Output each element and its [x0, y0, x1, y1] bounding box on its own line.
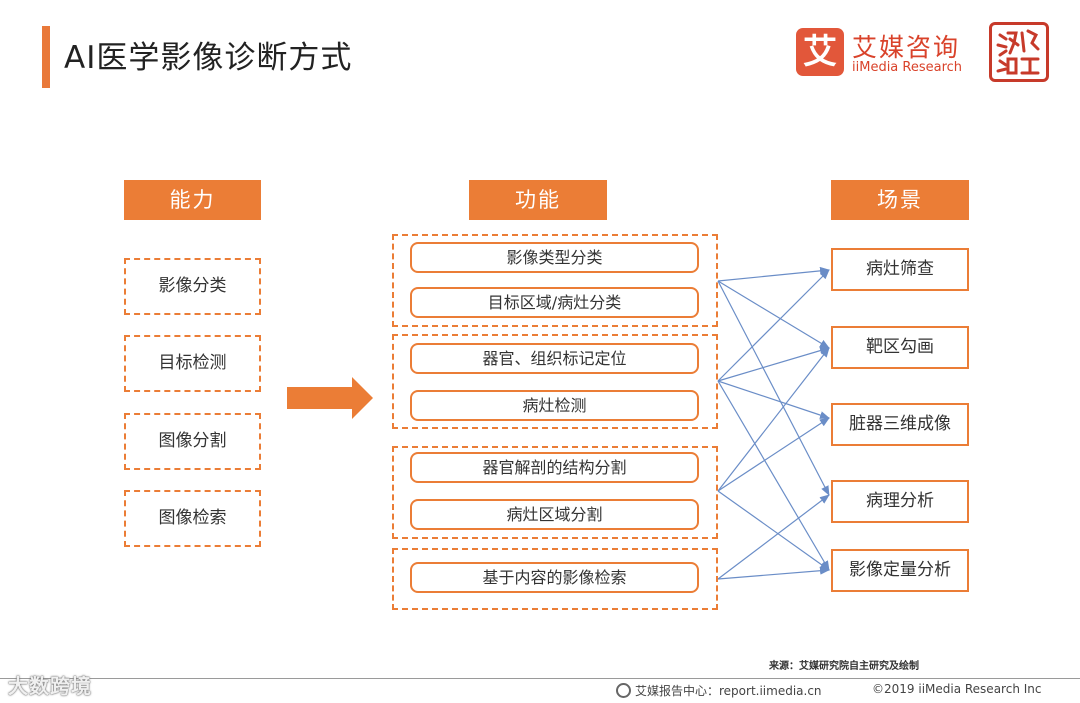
watermark-text: 大数跨境: [8, 674, 92, 698]
header-function: 功能: [469, 180, 607, 220]
seal-stamp-icon: [989, 22, 1049, 82]
function-box: 器官、组织标记定位: [410, 343, 699, 374]
scene-box: 病灶筛查: [831, 248, 969, 291]
scene-box: 病理分析: [831, 480, 969, 523]
logo-badge: 艾: [796, 28, 844, 76]
iimedia-logo: 艾 艾媒咨询 iiMedia Research: [796, 26, 968, 82]
ability-box: 图像检索: [124, 490, 261, 547]
function-box: 影像类型分类: [410, 242, 699, 273]
connector-line: [717, 280, 830, 349]
connector-line: [717, 494, 830, 580]
connector-line: [717, 417, 830, 492]
connector-line: [717, 346, 830, 382]
logo-name: 艾媒咨询: [852, 33, 961, 62]
connector-line: [717, 490, 830, 571]
logo-english: iiMedia Research: [852, 60, 963, 75]
header-scene: 场景: [831, 180, 969, 220]
scene-box: 脏器三维成像: [831, 403, 969, 446]
header-ability: 能力: [124, 180, 261, 220]
connector-line: [717, 347, 830, 492]
footer-site-text: 艾媒报告中心：report.iimedia.cn: [635, 684, 822, 698]
function-group: [392, 446, 718, 539]
footer-site: 艾媒报告中心：report.iimedia.cn: [616, 682, 822, 699]
connector-line: [717, 380, 830, 419]
function-group: [392, 548, 718, 610]
function-box: 病灶区域分割: [410, 499, 699, 530]
function-group: [392, 234, 718, 327]
footer-copyright: ©2019 iiMedia Research Inc: [872, 682, 1042, 696]
ability-box: 目标检测: [124, 335, 261, 392]
ability-box: 影像分类: [124, 258, 261, 315]
source-note: 来源：艾媒研究院自主研究及绘制: [769, 661, 919, 672]
connector-line: [717, 280, 830, 496]
title-accent-bar: [42, 26, 50, 88]
connector-line: [717, 269, 830, 382]
function-box: 器官解剖的结构分割: [410, 452, 699, 483]
connector-line: [717, 380, 830, 571]
footer-divider: [0, 678, 1080, 679]
scene-box: 影像定量分析: [831, 549, 969, 592]
ability-box: 图像分割: [124, 413, 261, 470]
connector-line: [717, 266, 830, 282]
page-title: AI医学影像诊断方式: [64, 40, 353, 76]
big-arrow-icon: [287, 377, 373, 419]
function-box: 病灶检测: [410, 390, 699, 421]
globe-icon: [616, 683, 631, 698]
scene-box: 靶区勾画: [831, 326, 969, 369]
function-box: 目标区域/病灶分类: [410, 287, 699, 318]
connector-line: [717, 566, 830, 580]
function-box: 基于内容的影像检索: [410, 562, 699, 593]
function-group: [392, 334, 718, 429]
